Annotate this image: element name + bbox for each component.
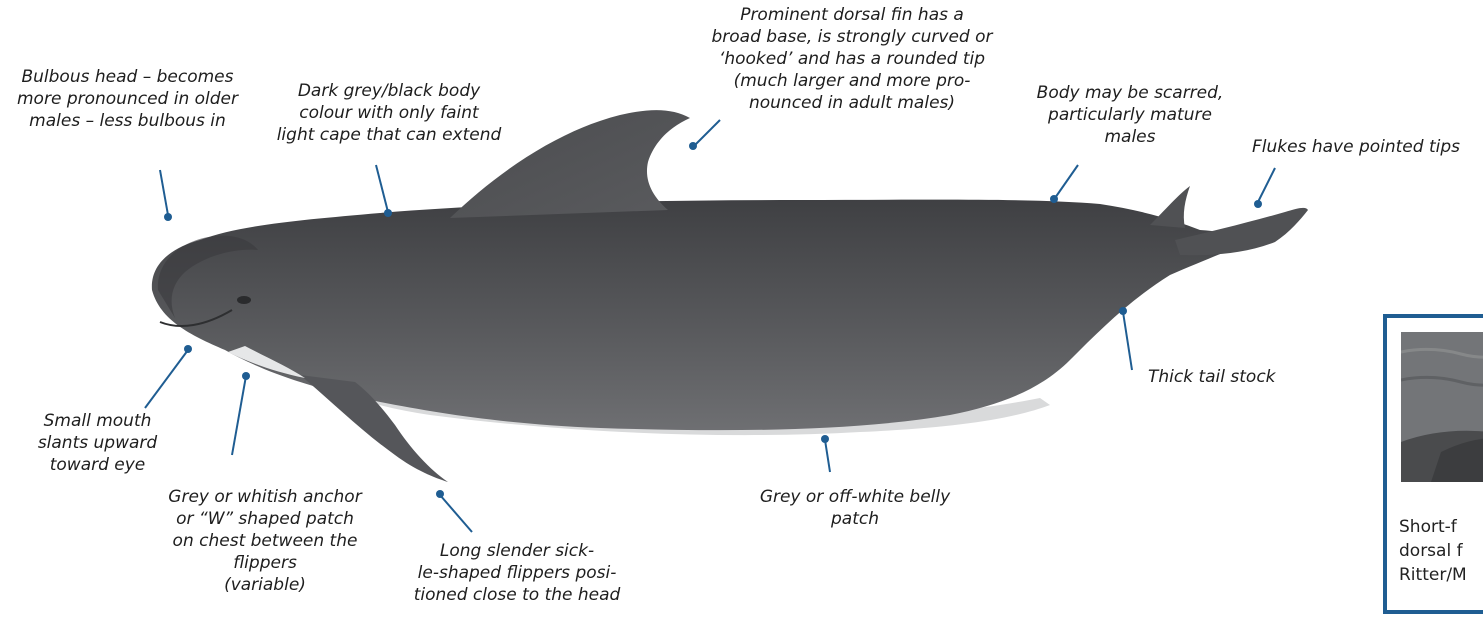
label-belly: Grey or off-white belly patch	[740, 486, 970, 530]
inset-photo	[1401, 332, 1483, 482]
chest-patch	[228, 346, 305, 378]
label-mouth: Small mouth slants upward toward eye	[10, 410, 185, 476]
inset-caption: Short-f dorsal f Ritter/M	[1399, 515, 1483, 587]
label-tail-stock: Thick tail stock	[1148, 366, 1318, 388]
sea-photo	[1401, 332, 1483, 482]
label-head: Bulbous head – becomes more pronounced i…	[0, 66, 255, 132]
label-flukes: Flukes have pointed tips	[1252, 136, 1483, 158]
inset-photo-box: Short-f dorsal f Ritter/M	[1383, 314, 1483, 614]
leader-lines	[145, 120, 1275, 532]
label-chest-patch: Grey or whitish anchor or “W” shaped pat…	[150, 486, 380, 596]
fluke-upper	[1150, 186, 1190, 228]
eye	[237, 296, 251, 304]
label-dorsal-fin: Prominent dorsal fin has a broad base, i…	[692, 4, 1012, 114]
label-scarred: Body may be scarred, particularly mature…	[1010, 82, 1250, 148]
flipper	[300, 375, 448, 482]
mouth-line	[160, 310, 232, 326]
head-melon	[158, 236, 258, 318]
fluke-lower	[1175, 208, 1308, 255]
belly-patch	[230, 346, 1050, 435]
whale-body	[152, 200, 1245, 431]
label-flippers: Long slender sick- le-shaped flippers po…	[392, 540, 642, 606]
label-body-colour: Dark grey/black body colour with only fa…	[258, 80, 520, 146]
